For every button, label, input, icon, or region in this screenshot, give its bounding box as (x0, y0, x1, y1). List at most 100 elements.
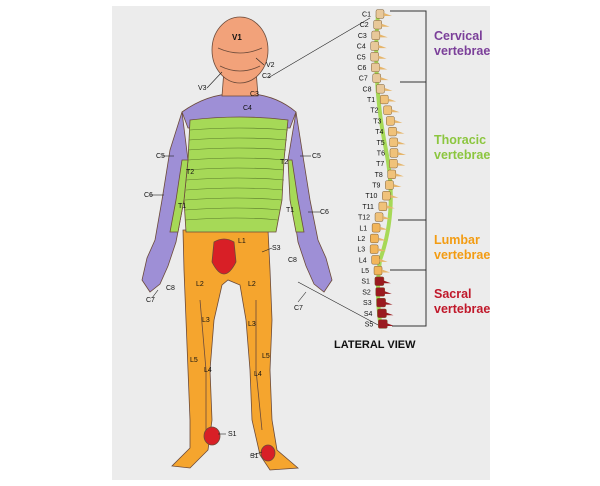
label-s1-right: S1 (250, 453, 259, 460)
spinous-process-t9 (393, 184, 402, 188)
spine-level-labels: C1C2C3C4C5C6C7C8T1T2T3T4T5T6T7T8T9T10T11… (357, 12, 385, 329)
spine-level-label-t2: T2 (370, 108, 378, 115)
label-c7-left: C7 (146, 297, 155, 304)
spine-level-label-s3: S3 (363, 300, 372, 307)
label-t1-left: T1 (178, 203, 186, 210)
spinous-process-l3 (378, 248, 387, 252)
spine-level-label-c4: C4 (357, 44, 366, 51)
label-c8-right: C8 (288, 257, 297, 264)
spine-level-label-s5: S5 (365, 322, 374, 329)
label-l3-right: L3 (248, 321, 256, 328)
label-v1: V1 (232, 33, 242, 42)
label-l5-right: L5 (262, 353, 270, 360)
spinous-process-l1 (380, 226, 389, 230)
body-figure (141, 16, 333, 471)
vertebra-t3 (386, 116, 395, 126)
spinous-process-t10 (390, 194, 399, 198)
spinous-process-c7 (380, 77, 389, 81)
spine-level-label-t5: T5 (377, 140, 385, 147)
vertebra-l2 (370, 233, 379, 244)
region-brackets (390, 10, 427, 327)
spinous-process-c1 (384, 13, 392, 16)
cervical-label: Cervical (434, 29, 483, 43)
label-t2-right: T2 (280, 159, 288, 166)
spinous-process-s1 (382, 280, 391, 284)
spine-level-label-t11: T11 (362, 204, 374, 211)
spine-level-label-c1: C1 (362, 12, 371, 19)
spine: C1C2C3C4C5C6C7C8T1T2T3T4T5T6T7T8T9T10T11… (357, 9, 406, 329)
spine-level-label-l1: L1 (359, 225, 367, 232)
sacral-genital-patch (211, 238, 237, 275)
label-c8-left: C8 (166, 285, 175, 292)
spinous-process-c3 (379, 34, 388, 38)
vertebra-t12 (374, 212, 384, 222)
thoracic-label-line2: vertebrae (434, 148, 490, 162)
spinous-process-t11 (386, 205, 395, 209)
spinous-process-l2 (378, 237, 387, 241)
vertebra-l3 (369, 244, 379, 254)
sacral-label: Sacral (434, 287, 472, 301)
vertebra-l1 (371, 223, 381, 233)
spine-level-label-l3: L3 (357, 247, 365, 254)
vertebra-l5 (373, 265, 383, 276)
spinous-process-s4 (385, 312, 394, 316)
label-l5-left: L5 (190, 357, 198, 364)
spine-level-label-l4: L4 (359, 257, 367, 264)
vertebra-c4 (370, 41, 379, 51)
vertebra-t2 (383, 105, 392, 115)
label-c4: C4 (243, 105, 252, 112)
trunk-thoracic (183, 116, 289, 233)
spinous-process-t5 (397, 141, 406, 145)
trunk-band-lines (184, 127, 289, 221)
right-arm-t1-strip (287, 159, 305, 233)
leader-lines (150, 17, 381, 457)
vertebra-t5 (389, 137, 398, 147)
label-t2-left: T2 (186, 169, 194, 176)
spinous-process-t6 (397, 151, 406, 155)
v2-division-line (217, 47, 263, 54)
s1-foot-left-patch (203, 426, 221, 446)
view-title: LATERAL VIEW (334, 339, 416, 351)
spinous-process-t1 (388, 98, 397, 102)
spine-level-label-c7: C7 (359, 76, 368, 83)
label-c5-right: C5 (312, 153, 321, 160)
label-l3-left: L3 (202, 317, 210, 324)
label-v2: V2 (266, 62, 275, 69)
body-labels: V1 V2 V3 C2 C3 C4 C5 C5 C6 C6 C7 C7 C8 C… (144, 33, 329, 460)
vertebra-c8 (376, 84, 385, 94)
vertebra-c3 (371, 30, 381, 40)
lumbar-label: Lumbar (434, 233, 480, 247)
spinous-process-c6 (379, 66, 388, 70)
vertebra-t9 (385, 180, 394, 190)
legs-lumbar-region (171, 229, 299, 471)
vertebra-t1 (379, 94, 389, 105)
label-l4-right: L4 (254, 371, 262, 378)
spine-level-label-t1: T1 (367, 97, 375, 104)
spine-level-label-t8: T8 (375, 172, 383, 179)
s1-foot-right-patch (260, 444, 276, 462)
spine-level-label-s2: S2 (362, 289, 371, 296)
vertebra-s5 (378, 319, 388, 329)
spinous-process-c5 (378, 55, 387, 59)
spine-level-label-t9: T9 (372, 183, 380, 190)
vertebrae-group (369, 9, 406, 329)
label-c6-left: C6 (144, 192, 153, 199)
spine-level-label-t4: T4 (375, 129, 383, 136)
label-c5-left: C5 (156, 153, 165, 160)
spine-level-label-t6: T6 (377, 150, 385, 157)
lumbar-label-line2: vertebrae (434, 248, 490, 262)
vertebra-t10 (382, 191, 391, 201)
vertebra-t7 (389, 159, 398, 169)
label-l2-left: L2 (196, 281, 204, 288)
label-s1-left: S1 (228, 431, 237, 438)
spinous-process-c4 (378, 45, 387, 49)
spine-level-label-c6: C6 (357, 65, 366, 72)
label-v3: V3 (198, 85, 207, 92)
spinous-process-c8 (384, 87, 393, 91)
spinous-process-s3 (384, 301, 393, 305)
spine-level-label-t3: T3 (373, 118, 381, 125)
vertebra-c2 (373, 20, 382, 30)
spinous-process-t8 (395, 173, 404, 177)
